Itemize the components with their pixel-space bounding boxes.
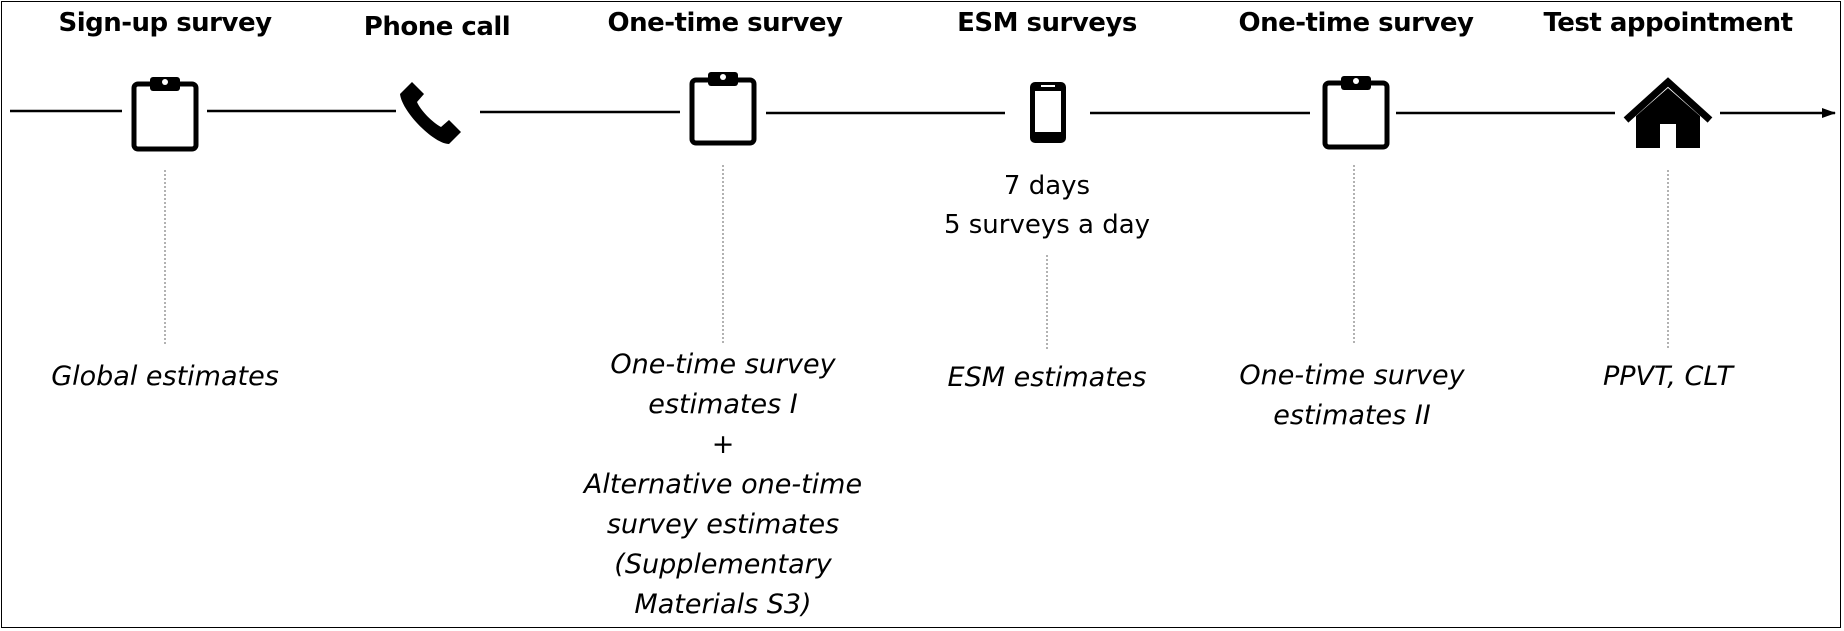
estimate-line: (Supplementary	[614, 549, 832, 580]
estimate-line: estimates II	[1273, 400, 1431, 431]
smartphone-icon	[1030, 82, 1066, 143]
stage-title-esm-surveys: ESM surveys	[957, 8, 1137, 38]
estimate-line: One-time survey	[1239, 360, 1465, 391]
house-icon	[1623, 77, 1713, 148]
esm-note-days: 7 days	[1003, 171, 1091, 201]
estimate-esm-label: ESM estimates	[947, 362, 1147, 393]
estimate-line: Alternative one-time	[583, 469, 863, 500]
estimate-test: PPVT, CLT	[1603, 357, 1733, 397]
stage-title-signup-survey: Sign-up survey	[58, 8, 272, 38]
estimate-esm: ESM estimates	[948, 358, 1147, 398]
estimate-line: One-time survey	[610, 349, 836, 380]
esm-note-frequency: 5 surveys a day	[943, 210, 1151, 240]
clipboard-icon	[131, 77, 199, 152]
estimate-global-label: Global estimates	[51, 361, 279, 392]
estimate-line: Materials S3)	[634, 589, 812, 620]
estimate-line: estimates I	[648, 389, 798, 420]
clipboard-icon	[1322, 76, 1390, 150]
estimate-global: Global estimates	[51, 357, 279, 397]
phone-icon	[400, 82, 461, 144]
plus-sign: +	[711, 429, 735, 460]
stage-title-phone-call: Phone call	[363, 12, 511, 42]
stage-title-one-time-survey-1: One-time survey	[607, 8, 844, 38]
estimate-one-time-1: One-time survey estimates I + Alternativ…	[584, 345, 862, 625]
estimate-test-label: PPVT, CLT	[1602, 361, 1734, 392]
stage-title-one-time-survey-2: One-time survey	[1238, 8, 1475, 38]
clipboard-icon	[689, 72, 757, 146]
esm-duration-note: 7 days 5 surveys a day	[944, 167, 1150, 245]
estimate-one-time-2: One-time survey estimates II	[1239, 356, 1464, 436]
stage-title-test-appointment: Test appointment	[1543, 8, 1793, 38]
estimate-line: survey estimates	[606, 509, 840, 540]
